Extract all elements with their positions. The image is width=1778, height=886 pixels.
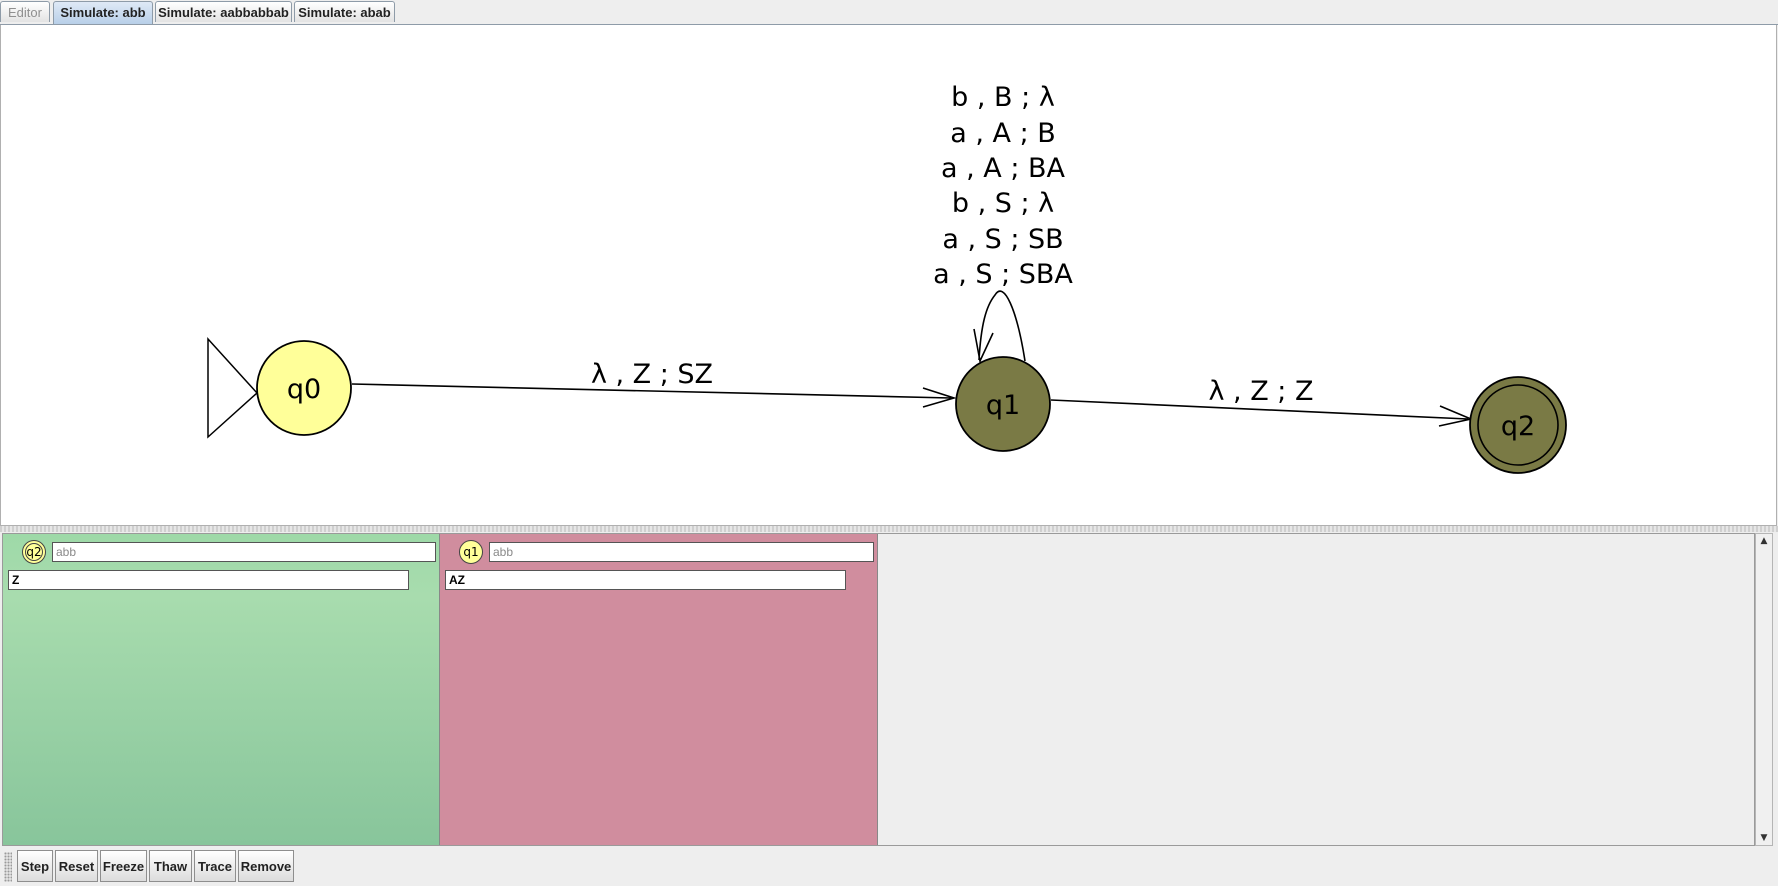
state-q2-final-ring — [1477, 384, 1559, 466]
transition-q1-loop-edge[interactable] — [978, 290, 1026, 362]
arrow-down-icon[interactable]: ▼ — [1760, 833, 1768, 843]
state-q1-label: q1 — [986, 390, 1020, 421]
loop-label-line[interactable]: a , S ; SBA — [933, 259, 1073, 290]
tab-simulate-aabbabbab[interactable]: Simulate: aabbabbab — [155, 1, 292, 22]
transition-q0-q1-arrowhead — [922, 387, 957, 408]
loop-label-line[interactable]: a , S ; SB — [942, 224, 1063, 255]
configuration-accepted[interactable]: q2 abb Z — [3, 534, 440, 845]
tab-editor[interactable]: Editor — [0, 1, 50, 22]
config-stack-string: AZ — [445, 570, 846, 590]
split-pane-divider[interactable] — [0, 526, 1778, 532]
loop-label-line[interactable]: b , B ; λ — [951, 82, 1055, 113]
loop-label-line[interactable]: a , A ; BA — [941, 153, 1066, 184]
transition-q1-q2-label[interactable]: λ , Z ; Z — [1209, 376, 1314, 407]
loop-label-line[interactable]: b , S ; λ — [952, 188, 1054, 219]
transition-q0-q1-label[interactable]: λ , Z ; SZ — [591, 359, 713, 390]
transition-q1-loop-arrowhead — [973, 328, 994, 364]
config-state-icon: q1 — [459, 540, 483, 564]
reset-button[interactable]: Reset — [55, 850, 98, 882]
automaton-canvas[interactable]: λ , Z ; SZ λ , Z ; Z b , B ; λ a , A ; B… — [0, 25, 1777, 526]
state-q1[interactable] — [955, 356, 1051, 452]
tab-bar: Editor Simulate: abb Simulate: aabbabbab… — [0, 0, 1778, 25]
state-q0[interactable] — [256, 340, 352, 436]
simulator-toolbar: Step Reset Freeze Thaw Trace Remove — [0, 848, 1778, 886]
configuration-rejected[interactable]: q1 abb AZ — [440, 534, 878, 845]
toolbar-grip[interactable] — [4, 852, 12, 882]
configuration-scrollbar[interactable]: ▲ ▼ — [1755, 533, 1773, 846]
config-input-string: abb — [52, 542, 436, 562]
thaw-button[interactable]: Thaw — [149, 850, 192, 882]
transition-q0-q1-edge[interactable] — [351, 383, 952, 399]
config-stack-string: Z — [8, 570, 409, 590]
tab-simulate-abab[interactable]: Simulate: abab — [294, 1, 395, 22]
tab-simulate-abb[interactable]: Simulate: abb — [53, 1, 153, 24]
remove-button[interactable]: Remove — [238, 850, 294, 882]
configuration-panel: q2 abb Z q1 abb AZ — [2, 533, 1755, 846]
transition-q1-q2-arrowhead — [1438, 405, 1474, 427]
state-q2[interactable] — [1469, 376, 1567, 474]
transition-q1-q2-edge[interactable] — [1050, 399, 1469, 420]
arrow-up-icon[interactable]: ▲ — [1760, 536, 1768, 546]
config-input-string: abb — [489, 542, 874, 562]
config-state-icon: q2 — [22, 540, 46, 564]
state-q0-label: q0 — [287, 374, 321, 405]
state-q2-label: q2 — [1501, 411, 1535, 442]
loop-label-line[interactable]: a , A ; B — [950, 118, 1056, 149]
trace-button[interactable]: Trace — [194, 850, 236, 882]
step-button[interactable]: Step — [17, 850, 53, 882]
freeze-button[interactable]: Freeze — [100, 850, 147, 882]
initial-state-marker — [207, 337, 259, 439]
